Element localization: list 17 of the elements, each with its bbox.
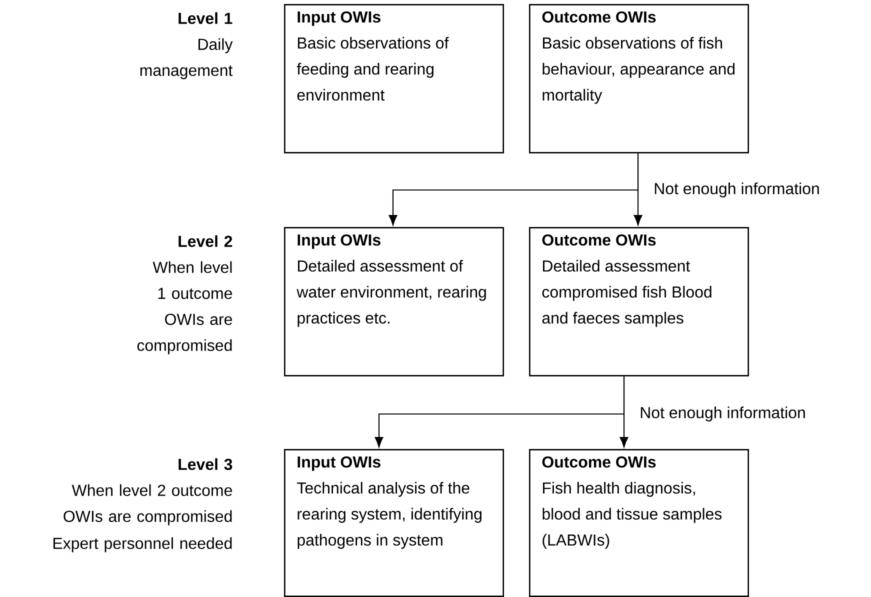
level-heading: Level 2 [178,235,232,247]
process-box: Input OWIs Technical analysis of the rearing system, identifying pathogens in system [284,449,504,597]
process-box: Outcome OWIs Basic observations of fish behaviour, appearance and mortality [529,4,749,154]
level-heading: Level 1 [178,12,232,24]
process-box: Input OWIs Basic observations of feeding and rearing environment [284,4,504,154]
level-description: When level 1 outcome OWIs are compromised [137,261,232,354]
level-description: Expert personnel needed [53,537,232,552]
edge-label: Not enough information [638,405,808,423]
process-box: Outcome OWIs Fish health diagnosis, blood and tissue samples (LABWIs) [529,449,749,597]
process-box: Outcome OWIs Detailed assessment compromised fish Blood and faeces samples [529,227,749,376]
arrow [634,153,642,226]
process-box: Input OWIs Detailed assessment of water environment, rearing practices etc. [284,227,504,376]
level-description: When level 2 outcome OWIs are compromised [64,484,232,526]
level-description: Daily management [140,38,233,80]
level-heading: Level 3 [178,458,232,470]
arrow [620,376,628,448]
edge-label: Not enough information [652,181,822,199]
